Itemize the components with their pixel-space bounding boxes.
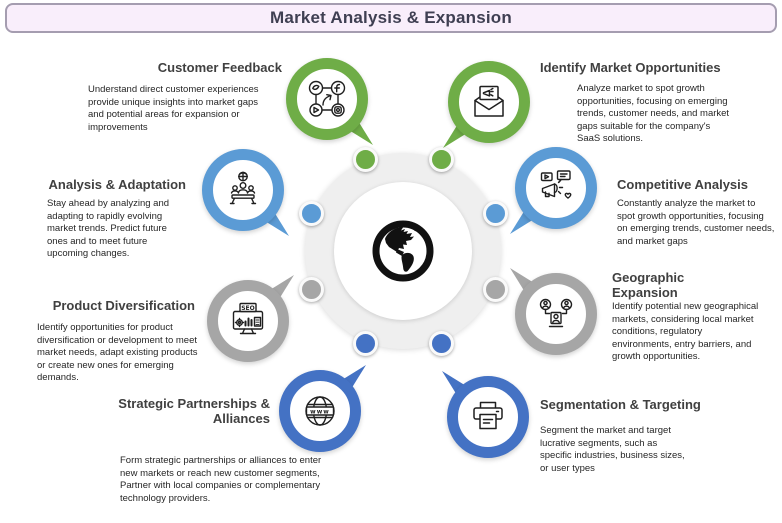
segmentation-targeting-title: Segmentation & Targeting xyxy=(540,397,701,412)
strategic-partnerships-title: Strategic Partnerships & Alliances xyxy=(118,396,270,427)
social-media-network-icon xyxy=(286,58,368,140)
segmentation-targeting-bubble xyxy=(442,371,529,458)
geographic-expansion-title: Geographic Expansion xyxy=(612,270,685,301)
hub-dot-gray xyxy=(299,277,324,302)
identify-market-opportunities-title: Identify Market Opportunities xyxy=(540,60,721,75)
hub-dot-gray xyxy=(483,277,508,302)
hub-dot-blue xyxy=(299,201,324,226)
product-diversification-title: Product Diversification xyxy=(52,298,195,313)
envelope-megaphone-icon xyxy=(448,61,530,143)
customer-feedback-title: Customer Feedback xyxy=(157,60,282,75)
product-diversification-description: Identify opportunities for product diver… xyxy=(37,322,198,384)
presenter-audience-icon xyxy=(202,149,284,231)
geographic-expansion-bubble xyxy=(510,268,597,355)
product-diversification-bubble: SEO xyxy=(207,275,294,362)
hub-dot-blue xyxy=(483,201,508,226)
seo-monitor-icon: SEO xyxy=(207,280,289,362)
svg-text:SEO: SEO xyxy=(241,305,255,312)
strategic-partnerships-description: Form strategic partnerships or alliances… xyxy=(120,455,322,504)
globe-americas-icon xyxy=(370,218,436,289)
printer-icon xyxy=(447,376,529,458)
page-title: Market Analysis & Expansion xyxy=(5,3,777,33)
geographic-expansion-description: Identify potential new geographical mark… xyxy=(612,301,759,363)
hub-dot-darkblue xyxy=(429,331,454,356)
svg-text:www: www xyxy=(310,409,330,416)
www-globe-icon: www xyxy=(279,370,361,452)
hub-dot-green xyxy=(429,147,454,172)
people-network-icon xyxy=(515,273,597,355)
customer-feedback-description: Understand direct customer experiences p… xyxy=(88,84,259,133)
identify-market-opportunities-description: Analyze market to spot growth opportunit… xyxy=(577,83,730,145)
megaphone-media-icon xyxy=(515,147,597,229)
competitive-analysis-bubble xyxy=(510,147,597,234)
analysis-adaptation-title: Analysis & Adaptation xyxy=(48,177,186,192)
customer-feedback-bubble xyxy=(286,58,373,145)
hub-dot-darkblue xyxy=(353,331,378,356)
analysis-adaptation-bubble xyxy=(202,149,289,236)
segmentation-targeting-description: Segment the market and target lucrative … xyxy=(540,425,685,474)
identify-market-opportunities-bubble xyxy=(443,61,530,148)
competitive-analysis-title: Competitive Analysis xyxy=(617,177,749,192)
strategic-partnerships-bubble: www xyxy=(279,365,366,452)
competitive-analysis-description: Constantly analyze the market to spot gr… xyxy=(617,198,775,247)
analysis-adaptation-description: Stay ahead by analyzing and adapting to … xyxy=(47,198,170,260)
hub-dot-green xyxy=(353,147,378,172)
